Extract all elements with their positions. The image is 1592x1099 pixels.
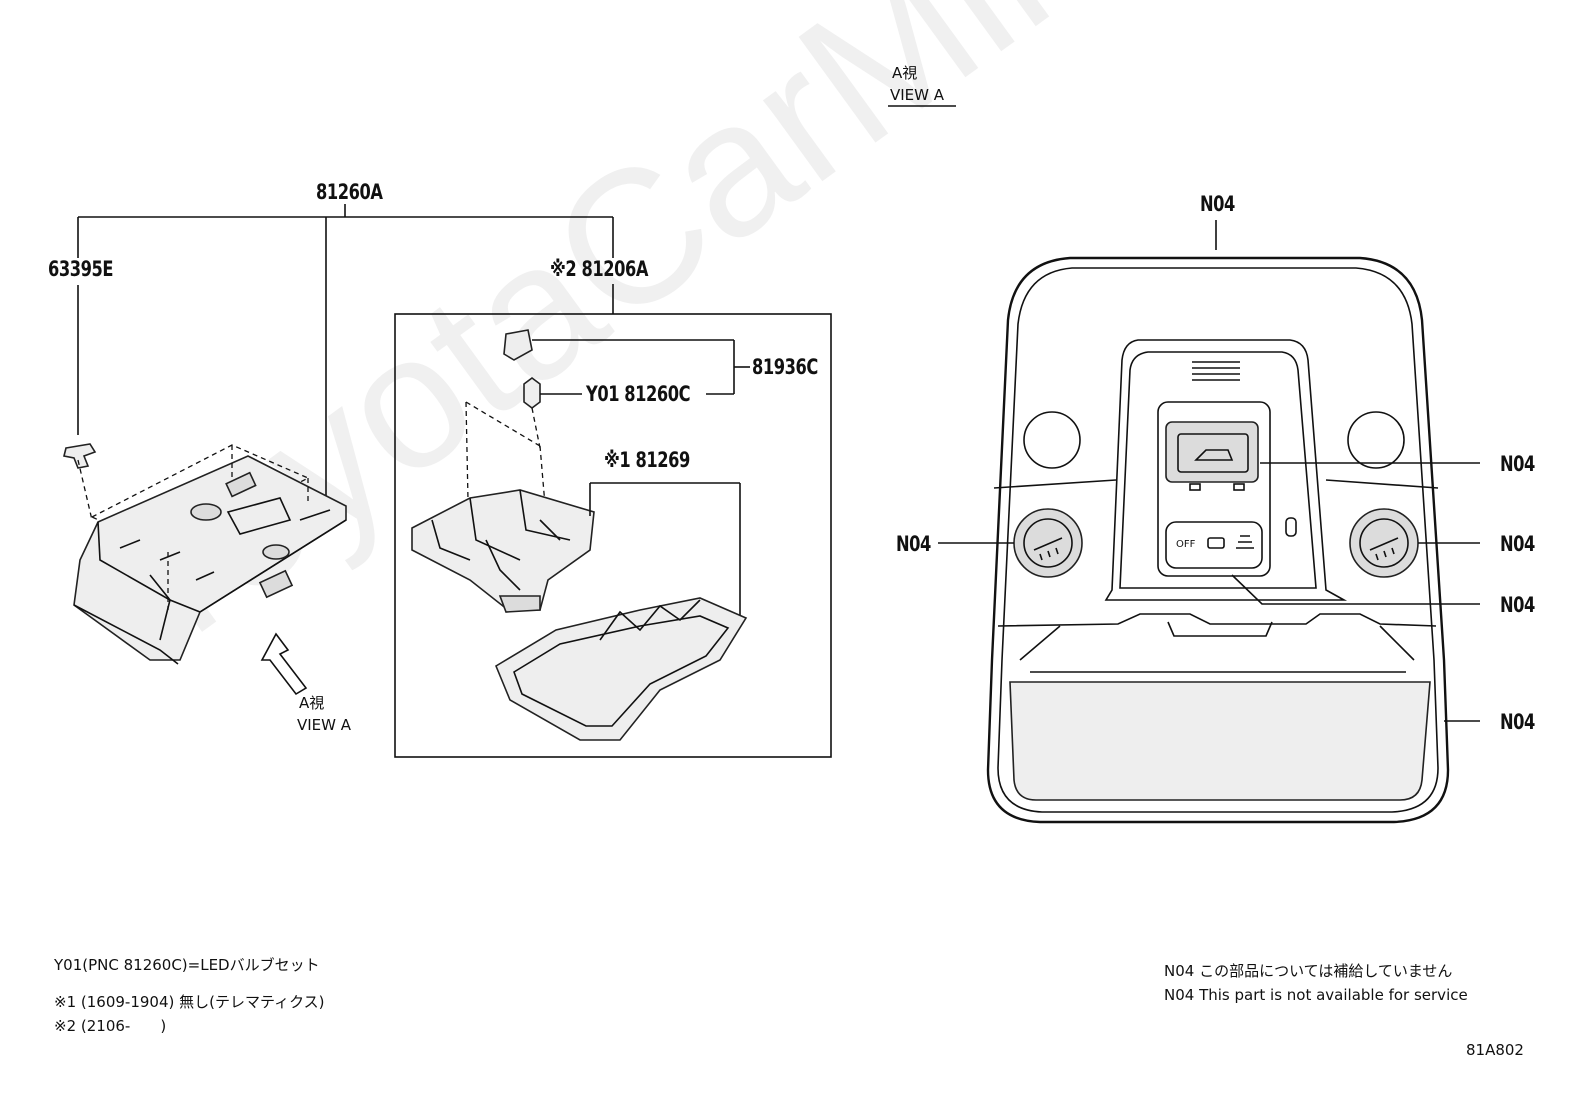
callout-81206A: ※2 81206A <box>550 257 648 281</box>
callout-63395E: 63395E <box>48 257 114 281</box>
clip-part <box>63 443 97 521</box>
diagram-code: 81A802 <box>1466 1041 1524 1059</box>
note-1: ※1 (1609-1904) 無し(テレマティクス) <box>54 993 325 1011</box>
lamp-housing <box>73 444 347 665</box>
callout-n04-right-1: N04 <box>1500 452 1535 476</box>
lamp-frame <box>411 489 595 613</box>
view-a-arrow-label-en: VIEW A <box>297 716 352 734</box>
note-y01: Y01(PNC 81260C)=LEDバルブセット <box>54 956 320 974</box>
bulb-part <box>465 377 582 541</box>
callout-n04-left: N04 <box>896 532 931 556</box>
note-n04-en: N04 This part is not available for servi… <box>1164 986 1468 1004</box>
lens-group-box <box>394 313 832 758</box>
lens-part <box>494 482 748 741</box>
callout-81260C: Y01 81260C <box>586 382 691 406</box>
assembly-leader-lines <box>77 204 614 505</box>
callout-n04-right-2: N04 <box>1500 532 1535 556</box>
callout-81269: ※1 81269 <box>604 448 690 472</box>
callout-n04-right-4: N04 <box>1500 710 1535 734</box>
switch-off-label: OFF <box>1176 539 1196 550</box>
callout-n04-top: N04 <box>1200 192 1235 216</box>
view-a-arrow <box>260 632 308 696</box>
view-a-arrow-label-jp: A視 <box>299 694 325 712</box>
view-a-title-en: VIEW A <box>890 86 945 104</box>
callout-81260A: 81260A <box>316 180 383 204</box>
view-a-title-jp: A視 <box>892 64 918 82</box>
callout-n04-right-3: N04 <box>1500 593 1535 617</box>
view-a-panel <box>938 220 1480 824</box>
callout-81936C: 81936C <box>752 355 818 379</box>
socket-part <box>503 329 750 395</box>
note-n04-jp: N04 この部品については補給していません <box>1164 962 1453 980</box>
note-2: ※2 (2106- ) <box>54 1017 167 1035</box>
